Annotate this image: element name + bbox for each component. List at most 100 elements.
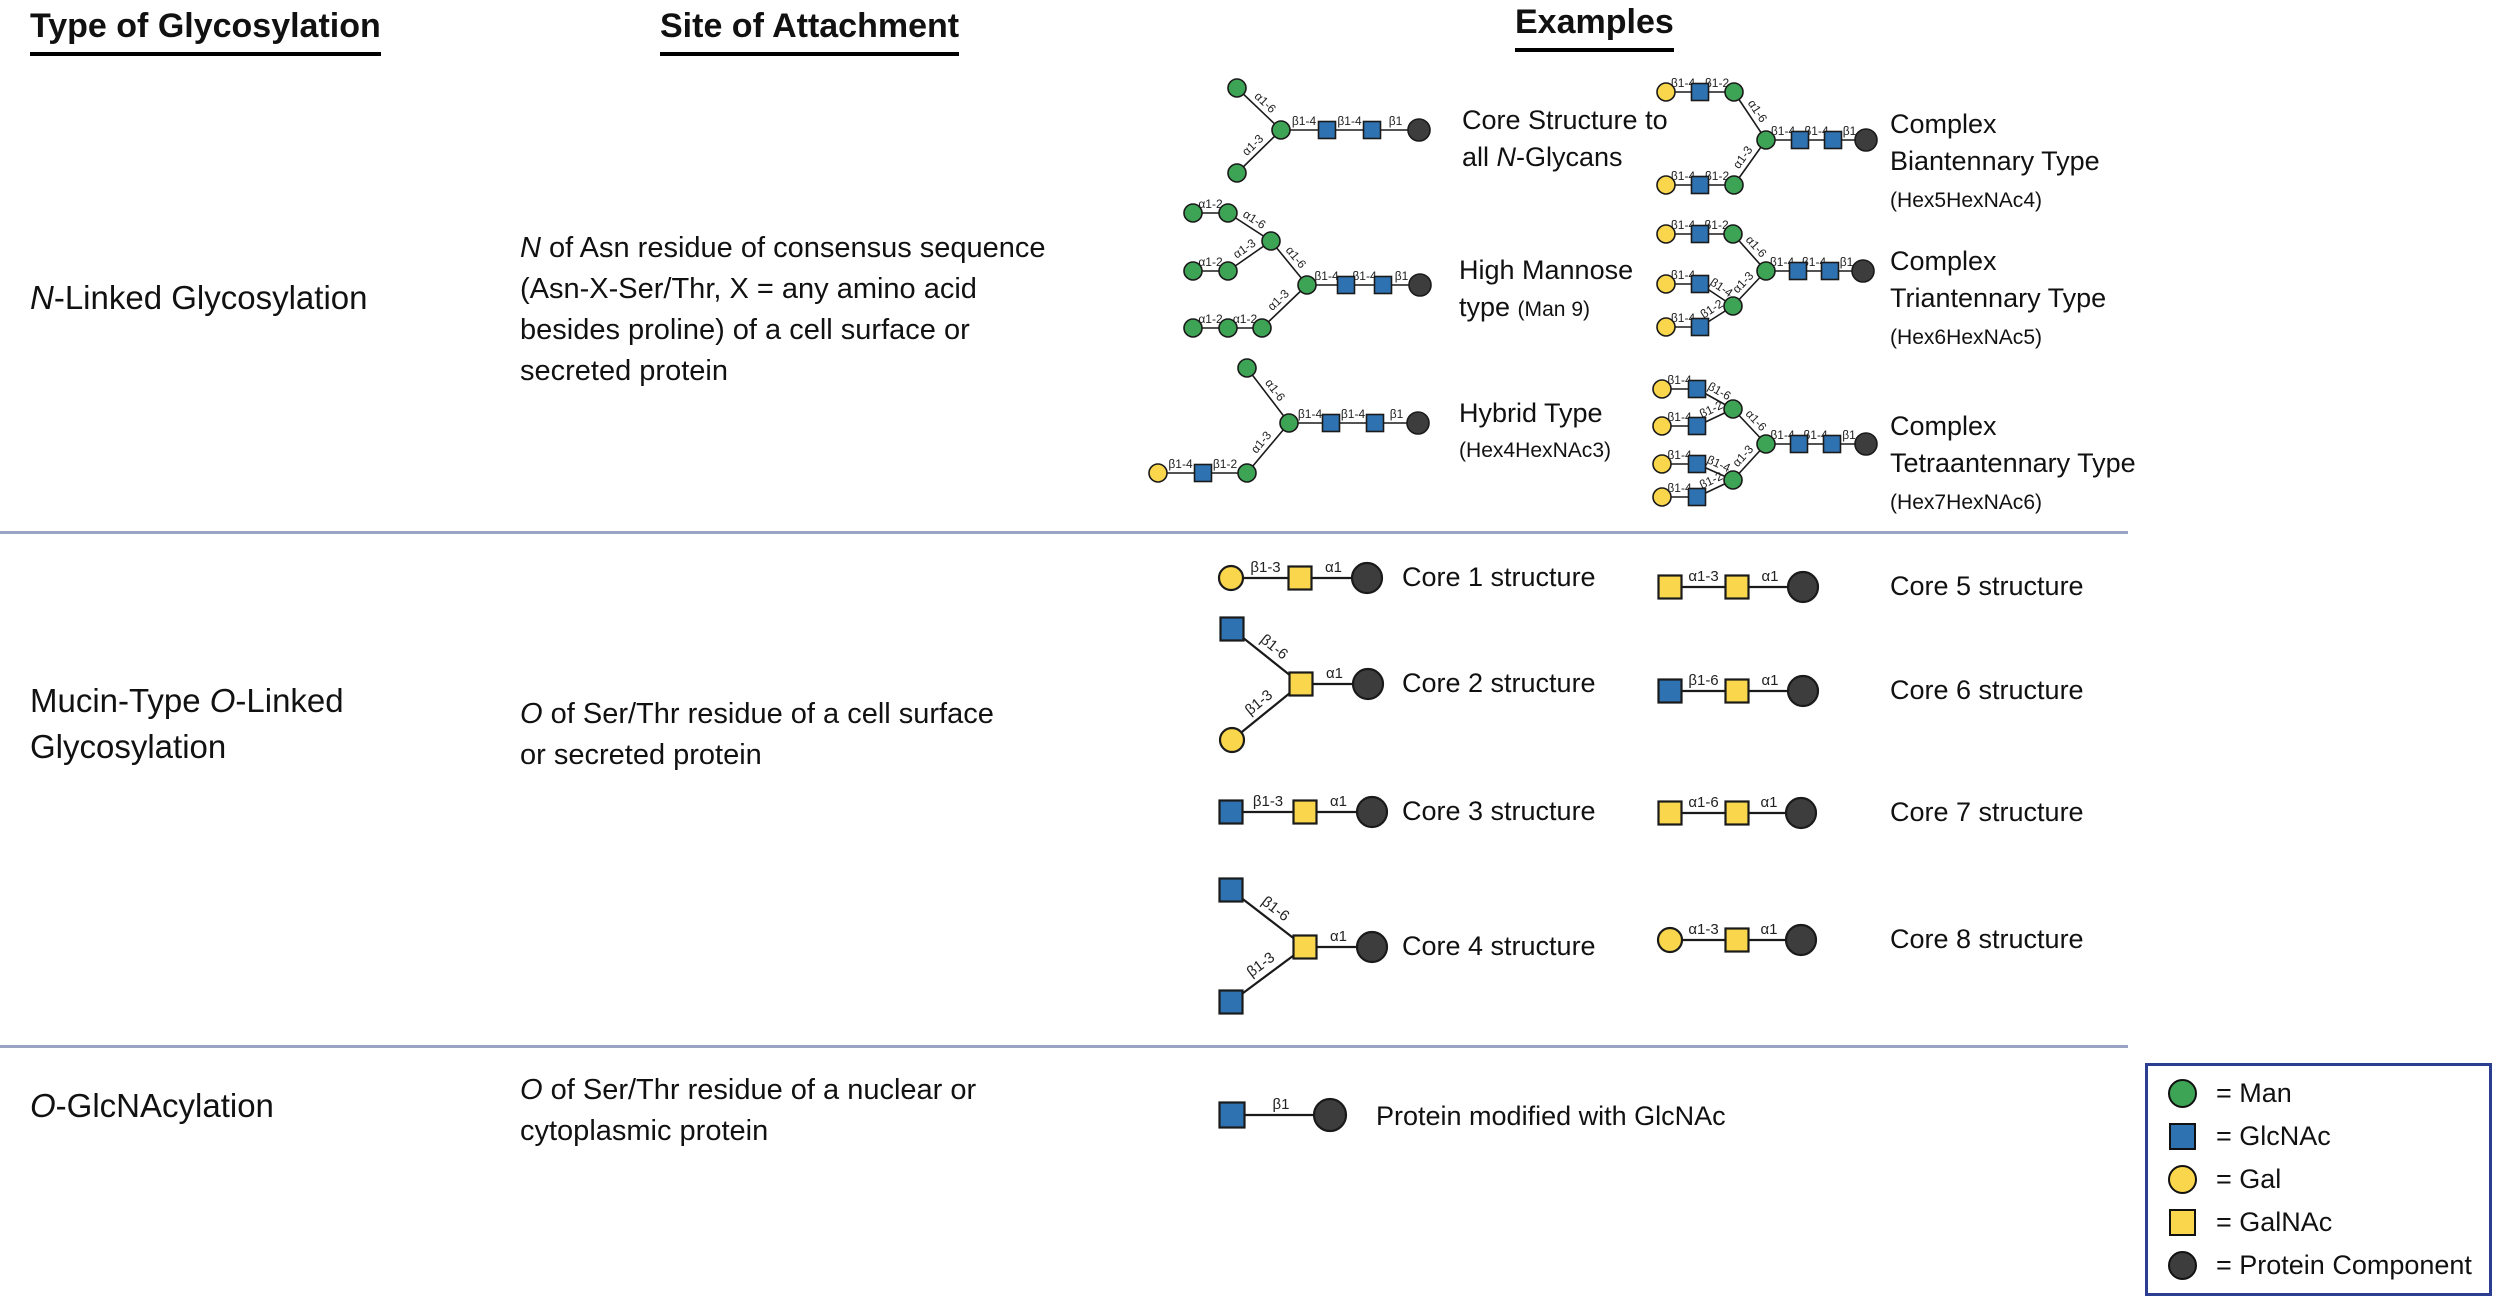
linkage-label: β1-4: [1671, 169, 1696, 183]
glcnac-node: [1317, 120, 1337, 140]
label-tetraantennary-line: (Hex7HexNAc6): [1890, 491, 2043, 514]
row-oglcnac-type-line: O-GlcNAcylation: [30, 1087, 274, 1124]
linkage-label: β1: [1273, 1096, 1290, 1113]
linkage-label: α1-6: [1252, 89, 1279, 116]
glcnac-node: [1690, 82, 1710, 102]
protein-node: [1786, 674, 1820, 708]
galnac-node: [1724, 800, 1750, 826]
linkage-label: β1-4: [1771, 124, 1796, 138]
label-core2: Core 2 structure: [1402, 667, 1596, 700]
legend-item-galnac: = GalNAc: [2164, 1207, 2473, 1238]
glcnac-node: [1218, 1101, 1246, 1129]
col-header-examples: Examples: [1515, 2, 1674, 52]
galnac-node: [1292, 934, 1318, 960]
linkage-label: α1-6: [1743, 407, 1770, 435]
linkage-label: β1-4: [1802, 255, 1827, 269]
man-node: [1237, 358, 1257, 378]
glcnac-node: [1690, 175, 1710, 195]
linkage-label: β1: [1843, 124, 1857, 138]
linkage-label: β1: [1390, 407, 1404, 421]
linkage-label: α1-6: [1743, 233, 1770, 261]
label-tetraantennary-line: Tetraantennary Type: [1890, 448, 2136, 478]
linkage-label: α1-6: [1262, 376, 1288, 404]
linkage-label: β1-2: [1213, 457, 1238, 471]
protein-icon: [2164, 1251, 2200, 1280]
man-node: [1723, 470, 1743, 490]
glcnac-node: [1687, 487, 1707, 507]
label-core1-line: Core 1 structure: [1402, 562, 1596, 592]
linkage-label: α1-6: [1688, 794, 1718, 811]
linkage-label: α1-6: [1283, 243, 1309, 271]
galnac-swatch-icon: [2168, 1209, 2196, 1236]
label-triantennary-line: (Hex6HexNAc5): [1890, 326, 2043, 349]
row-nlinked-site: N of Asn residue of consensus sequence(A…: [520, 228, 1046, 392]
glycan-core7: α1-6 α1: [1657, 794, 1818, 830]
label-oglcnac-example: Protein modified with GlcNAc: [1376, 1100, 1726, 1133]
protein-node: [1350, 561, 1384, 595]
glcnac-node: [1823, 130, 1843, 150]
galnac-node: [1292, 799, 1318, 825]
linkage-label: β1-6: [1688, 672, 1718, 689]
glcnac-node: [1373, 275, 1393, 295]
row-oglcnac-type: O-GlcNAcylation: [30, 1086, 274, 1126]
protein-swatch-icon: [2167, 1251, 2197, 1280]
glcnac-node: [1690, 224, 1710, 244]
glycan-oglcnac: β1: [1218, 1096, 1348, 1133]
gal-node: [1652, 379, 1672, 399]
glcnac-node: [1219, 616, 1245, 642]
linkage-label: β1-2: [1704, 218, 1729, 232]
row-nlinked-site-line: (Asn-X-Ser/Thr, X = any amino acid: [520, 273, 977, 305]
label-core-structure-line: Core Structure to: [1462, 105, 1668, 135]
linkage-label: α1-6: [1240, 207, 1268, 232]
gal-node: [1656, 317, 1676, 337]
linkage-label: β1-4: [1770, 428, 1795, 442]
glcnac-node: [1687, 416, 1707, 436]
linkage-label: β1-4: [1298, 407, 1323, 421]
gal-node: [1217, 564, 1245, 592]
legend-item-protein: = Protein Component: [2164, 1250, 2473, 1281]
galnac-node: [1657, 574, 1683, 600]
legend-item-man: = Man: [2164, 1078, 2473, 1109]
man-node: [1183, 318, 1203, 338]
linkage-label: α1: [1326, 665, 1343, 682]
legend-item-glcnac: = GlcNAc: [2164, 1121, 2473, 1152]
label-core6: Core 6 structure: [1890, 674, 2084, 707]
glcnac-node: [1790, 130, 1810, 150]
man-node: [1183, 203, 1203, 223]
row-mucin-type-line: Mucin-Type O-Linked: [30, 682, 344, 719]
man-node: [1218, 203, 1238, 223]
label-high-mannose-line: type (Man 9): [1459, 292, 1591, 322]
linkage-label: α1-3: [1688, 921, 1718, 938]
label-core7: Core 7 structure: [1890, 796, 2084, 829]
man-node: [1279, 413, 1299, 433]
glycan-core2: β1-6β1-3α1: [1218, 616, 1385, 754]
man-node: [1723, 224, 1743, 244]
linkage-label: α1: [1760, 794, 1777, 811]
legend-item-gal: = Gal: [2164, 1164, 2473, 1195]
section-divider-1: [0, 531, 2128, 534]
linkage-label: α1-3: [1248, 428, 1275, 456]
linkage-label: β1-4: [1667, 373, 1692, 387]
linkage-label: α1-3: [1239, 131, 1266, 158]
gal-node: [1652, 454, 1672, 474]
glcnac-node: [1362, 120, 1382, 140]
linkage-label: β1-4: [1341, 407, 1366, 421]
label-triantennary-line: Triantennary Type: [1890, 283, 2107, 313]
row-oglcnac-site-line: O of Ser/Thr residue of a nuclear or: [520, 1074, 977, 1106]
label-biantennary-line: Biantennary Type: [1890, 146, 2100, 176]
row-nlinked-site-line: besides proline) of a cell surface or: [520, 314, 970, 346]
row-nlinked-site-line: secreted protein: [520, 355, 728, 387]
glcnac-node: [1788, 261, 1808, 281]
glcnac-swatch-icon: [2168, 1123, 2196, 1150]
protein-node: [1355, 930, 1389, 964]
label-core6-line: Core 6 structure: [1890, 675, 2084, 705]
label-core3-line: Core 3 structure: [1402, 796, 1596, 826]
label-core5: Core 5 structure: [1890, 570, 2084, 603]
legend-label-man: = Man: [2216, 1078, 2292, 1108]
